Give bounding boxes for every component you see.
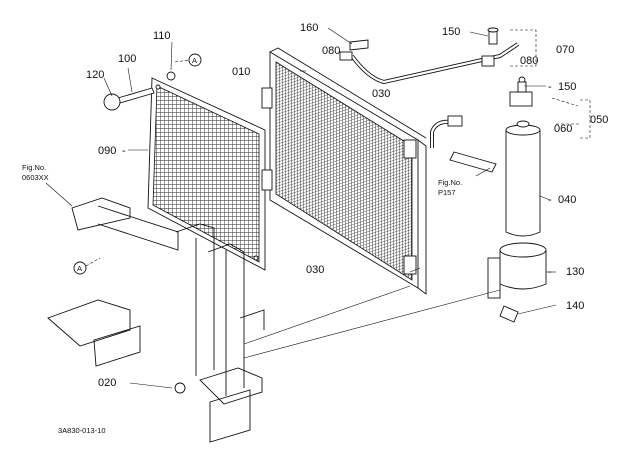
callout-150-lower: 150	[558, 81, 576, 93]
callout-030-upper: 030	[372, 88, 390, 100]
bolt-020	[174, 382, 186, 394]
fig-ref-right-line1: Fig.No.	[438, 178, 462, 187]
callout-060: 060	[554, 123, 572, 135]
fig-ref-right-line2: P157	[438, 188, 456, 197]
bolt-160	[349, 39, 369, 51]
svg-text:A: A	[77, 264, 82, 273]
condenser-010	[261, 47, 427, 295]
marker-a-top: A	[174, 53, 202, 67]
callout-040: 040	[558, 194, 576, 206]
drawing-code: 3A830-013-10	[58, 426, 106, 435]
callout-070: 070	[556, 44, 574, 56]
pin-100	[117, 87, 155, 104]
marker-a-left: A	[73, 257, 101, 275]
fig-ref-left-line2: 0603XX	[22, 173, 49, 182]
band-130	[487, 242, 547, 299]
svg-text:A: A	[192, 56, 197, 65]
pipe-070	[339, 42, 520, 85]
callout-110: 110	[153, 30, 171, 42]
dash-040: -	[548, 194, 552, 206]
callout-120: 120	[86, 69, 104, 81]
leader-lines	[103, 27, 591, 389]
nut-110	[166, 71, 176, 81]
callout-080-left: 080	[322, 45, 340, 57]
callout-050: 050	[590, 114, 608, 126]
callout-080-right: 080	[520, 55, 538, 67]
callout-130: 130	[566, 266, 584, 278]
callout-090: 090	[98, 145, 116, 157]
fig-ref-left-line1: Fig.No.	[22, 163, 46, 172]
hose-assembly	[430, 115, 497, 173]
dash-150: -	[548, 81, 552, 93]
callout-140: 140	[566, 300, 584, 312]
receiver-dryer-040	[505, 76, 541, 237]
callout-020: 020	[98, 377, 116, 389]
knob-120	[103, 93, 121, 111]
callout-150-upper: 150	[442, 26, 460, 38]
callout-030-lower: 030	[306, 264, 324, 276]
bolt-150	[487, 27, 499, 45]
bolt-140	[499, 305, 519, 323]
dash-090: -	[122, 145, 126, 157]
callout-100: 100	[118, 53, 136, 65]
callout-010: 010	[232, 66, 250, 78]
callout-160: 160	[300, 22, 318, 34]
frame-bracket	[47, 197, 265, 443]
mesh-screen-090	[147, 77, 266, 271]
dash-130: -	[548, 266, 552, 278]
